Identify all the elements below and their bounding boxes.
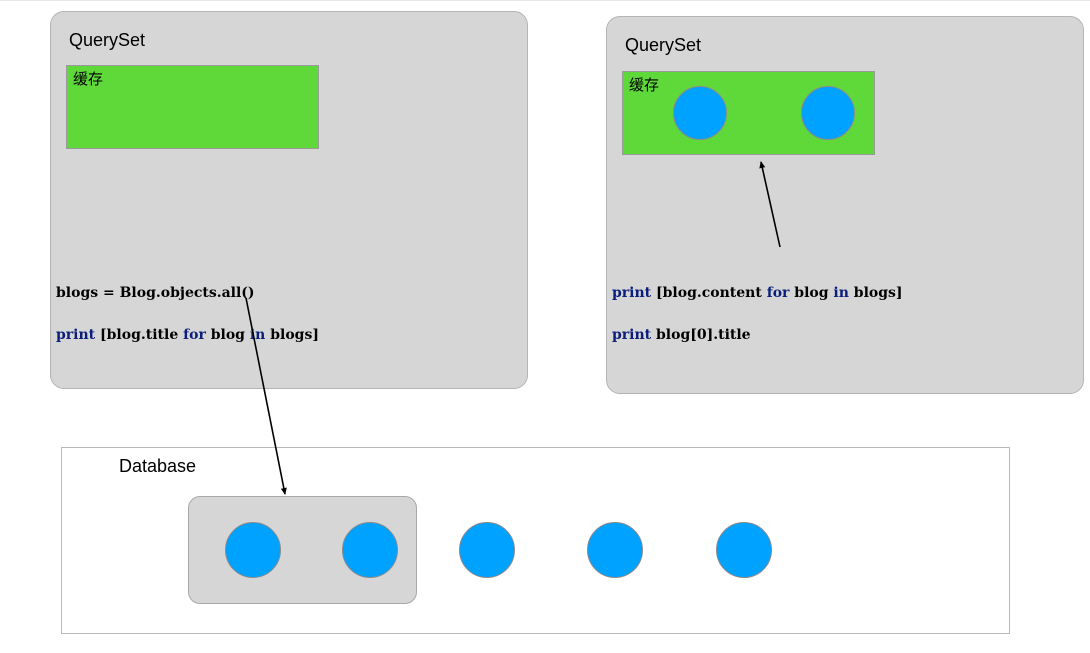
database-record-circle [225, 522, 281, 578]
keyword-in: in [249, 327, 266, 343]
code-text: blog [205, 327, 250, 343]
right-code-block: print [blog.content for blog in blogs] p… [612, 262, 903, 367]
left-queryset-panel: QuerySet 缓存 [50, 11, 528, 389]
code-text: [blog.content [651, 285, 767, 301]
code-text: blogs] [848, 285, 903, 301]
cached-record-circle [801, 86, 855, 140]
right-queryset-panel: QuerySet 缓存 [606, 16, 1084, 394]
database-title: Database [119, 456, 197, 476]
keyword-in: in [833, 285, 849, 301]
left-cache-box: 缓存 [66, 65, 319, 149]
left-code-block: blogs = Blog.objects.all() print [blog.t… [56, 262, 319, 367]
database-record-circle [342, 522, 398, 578]
code-text: [blog.title [95, 327, 184, 343]
database-panel: Database [61, 447, 1010, 634]
left-cache-label: 缓存 [73, 70, 104, 88]
code-text: blog [789, 285, 834, 301]
cached-record-circle [673, 86, 727, 140]
right-cache-label: 缓存 [629, 76, 660, 94]
database-record-circle [716, 522, 772, 578]
code-text: blog[0].title [651, 327, 751, 343]
database-record-circle [459, 522, 515, 578]
database-record-circle [587, 522, 643, 578]
keyword-for: for [766, 285, 790, 301]
right-code-line-2: print blog[0].title [612, 325, 903, 346]
right-cache-box: 缓存 [622, 71, 875, 155]
right-code-line-1: print [blog.content for blog in blogs] [612, 283, 903, 304]
left-code-line-1: blogs = Blog.objects.all() [56, 285, 255, 301]
left-code-line-2: print [blog.title for blog in blogs] [56, 325, 319, 346]
code-text: blogs] [265, 327, 319, 343]
keyword-print: print [56, 327, 96, 343]
keyword-for: for [183, 327, 206, 343]
left-queryset-title: QuerySet [69, 30, 146, 50]
keyword-print: print [612, 285, 652, 301]
top-divider [0, 0, 1090, 1]
right-queryset-title: QuerySet [625, 35, 702, 55]
keyword-print: print [612, 327, 652, 343]
